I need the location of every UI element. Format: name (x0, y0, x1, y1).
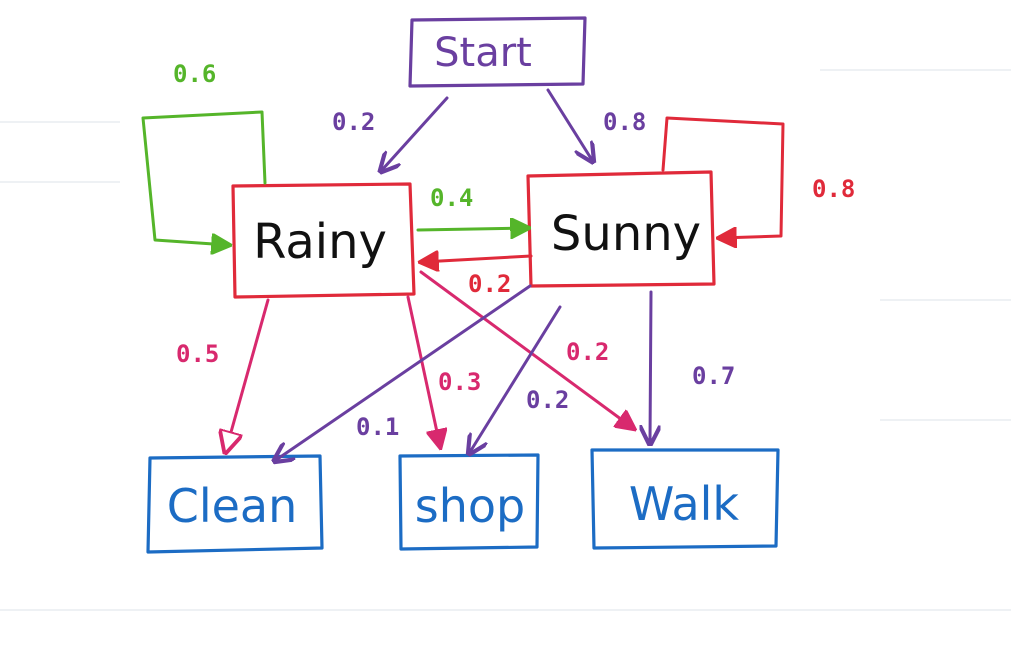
prob-sunny-to-walk: 0.7 (692, 362, 735, 390)
node-rainy: Rainy (231, 182, 416, 299)
prob-sunny-to-clean: 0.1 (356, 413, 399, 441)
background-lines (0, 69, 1011, 611)
edge-sunny-to-shop (470, 305, 562, 452)
prob-sunny-to-shop: 0.2 (526, 386, 569, 414)
prob-rainy-to-sunny: 0.4 (430, 184, 473, 212)
node-walk-label: Walk (629, 477, 740, 531)
edge-rainy-to-sunny (416, 228, 527, 230)
edge-rainy-to-shop (406, 295, 440, 446)
edge-sunny-to-walk (650, 290, 651, 442)
edge-sunny-to-clean (276, 284, 532, 460)
node-start: Start (408, 16, 587, 88)
prob-sunny-to-rainy: 0.2 (468, 270, 511, 298)
prob-rainy-self: 0.6 (173, 60, 216, 88)
node-shop: shop (398, 453, 540, 551)
node-sunny-label: Sunny (551, 206, 701, 262)
edge-rainy-to-walk (419, 270, 633, 428)
edge-sunny-self-loop (661, 116, 785, 238)
node-sunny: Sunny (526, 170, 716, 288)
prob-sunny-self: 0.8 (812, 175, 855, 203)
node-clean: Clean (146, 454, 324, 554)
prob-start-to-sunny: 0.8 (603, 108, 646, 136)
prob-rainy-to-clean: 0.5 (176, 340, 219, 368)
prob-start-to-rainy: 0.2 (332, 108, 375, 136)
prob-rainy-to-shop: 0.3 (438, 368, 481, 396)
edge-start-to-sunny (546, 88, 592, 160)
edge-rainy-self-loop (141, 110, 267, 245)
node-rainy-label: Rainy (253, 214, 387, 270)
node-shop-label: shop (415, 479, 525, 533)
edge-rainy-to-clean (226, 298, 270, 450)
edge-start-to-rainy (382, 96, 449, 170)
edge-sunny-to-rainy (422, 256, 533, 262)
node-walk: Walk (590, 448, 780, 550)
node-clean-label: Clean (167, 479, 298, 533)
prob-rainy-to-walk: 0.2 (566, 338, 609, 366)
node-start-label: Start (434, 30, 532, 76)
